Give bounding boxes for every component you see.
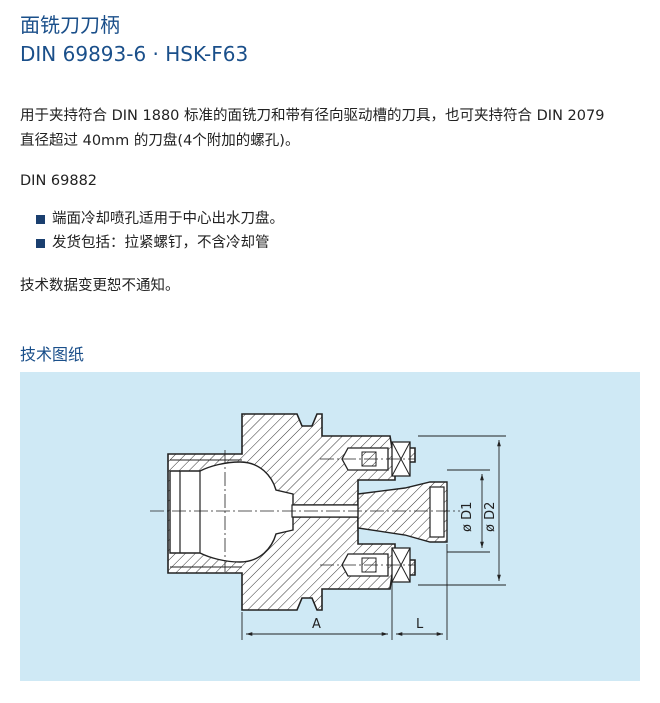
disclaimer-note: 技术数据变更恕不通知。 (20, 278, 180, 294)
list-item-text: 发货包括：拉紧螺钉，不含冷却管 (52, 235, 270, 251)
dimension-a-l (241, 544, 448, 640)
page-subtitle: DIN 69893-6 · HSK-F63 (20, 42, 249, 66)
inner-bore (169, 461, 294, 563)
centerlines (150, 450, 460, 572)
list-item: 端面冷却喷孔适用于中心出水刀盘。 (36, 207, 284, 231)
drawing-heading: 技术图纸 (20, 345, 85, 364)
page-title: 面铣刀刀柄 (20, 13, 120, 37)
standard-reference: DIN 69882 (20, 173, 98, 189)
technical-drawing: ø D1 ø D2 A L (20, 372, 640, 681)
bullet-square-icon (36, 215, 45, 224)
list-item-text: 端面冷却喷孔适用于中心出水刀盘。 (52, 211, 284, 227)
upper-drive-key (341, 441, 411, 477)
clamping-screw (357, 481, 448, 543)
d1-label: ø D1 (460, 502, 475, 532)
feature-list: 端面冷却喷孔适用于中心出水刀盘。 发货包括：拉紧螺钉，不含冷却管 (36, 207, 284, 255)
dimension-d1 (447, 469, 490, 553)
dimension-d2 (418, 435, 506, 586)
a-label: A (312, 617, 321, 632)
bullet-square-icon (36, 239, 45, 248)
product-description: 用于夹持符合 DIN 1880 标准的面铣刀和带有径向驱动槽的刀具，也可夹持符合… (20, 108, 605, 149)
tool-holder-drawing: ø D1 ø D2 A L (150, 413, 506, 640)
list-item: 发货包括：拉紧螺钉，不含冷却管 (36, 231, 284, 255)
l-label: L (416, 617, 424, 632)
d2-label: ø D2 (483, 502, 498, 532)
